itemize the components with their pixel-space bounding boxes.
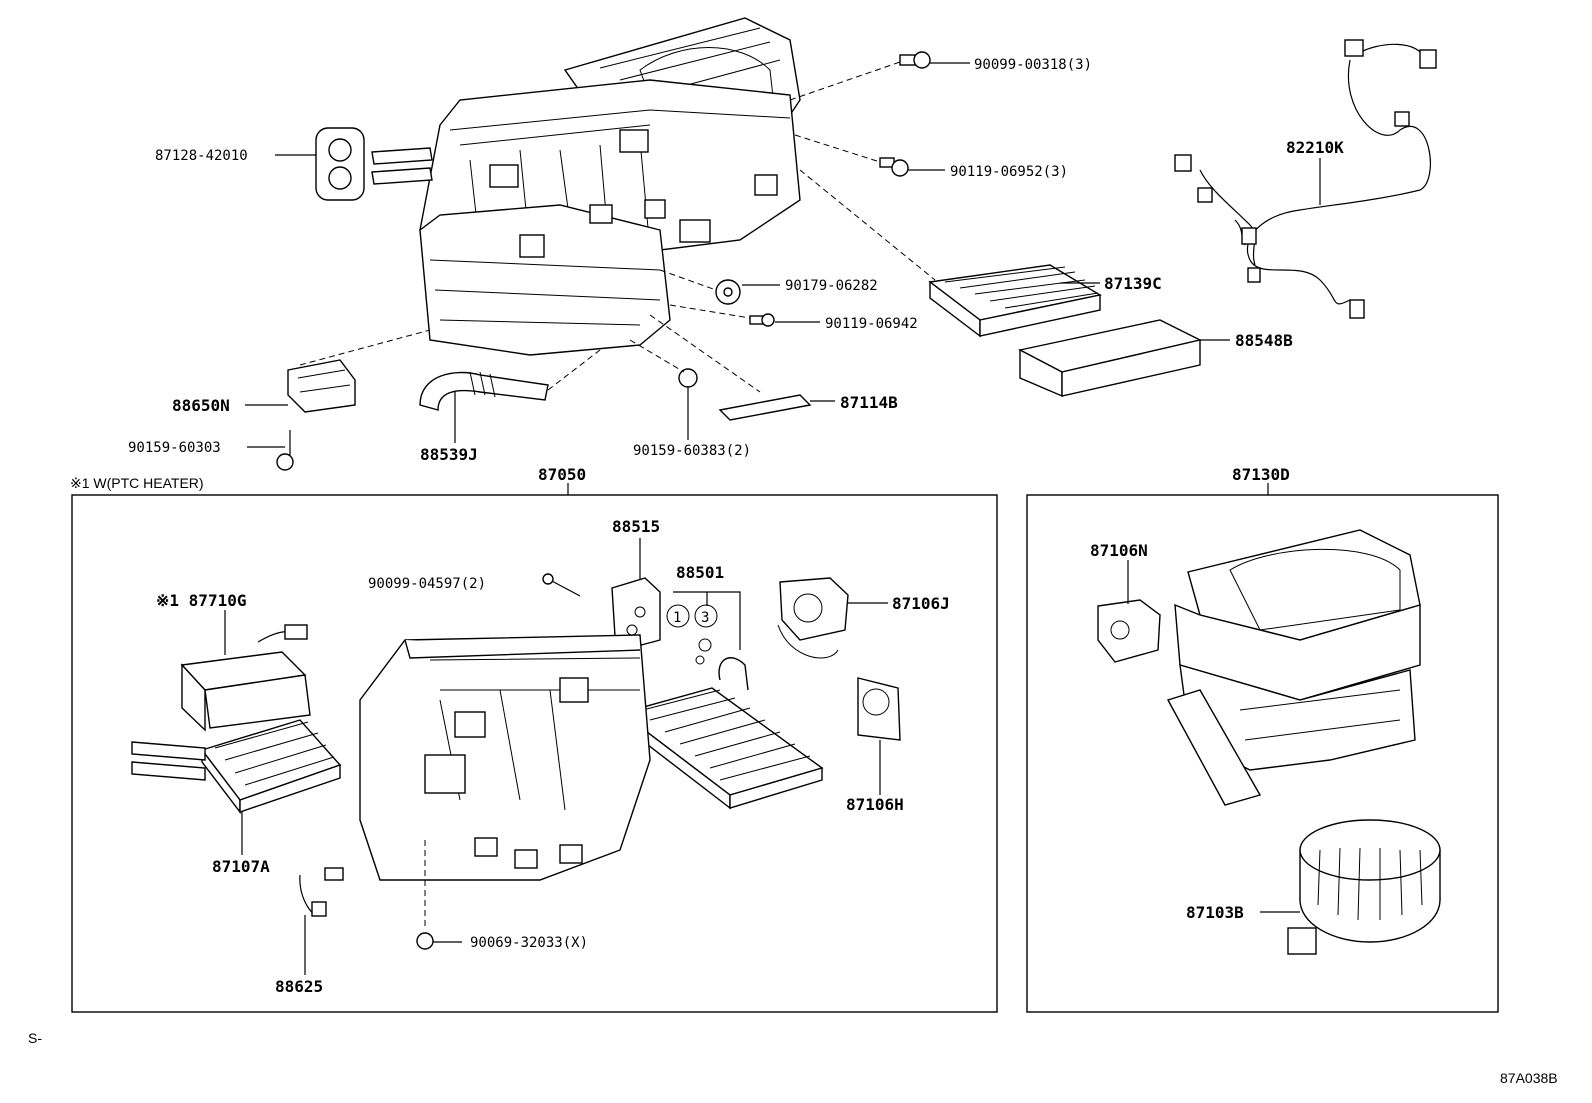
screw-90099-00318 xyxy=(789,51,970,101)
note-ptc-heater: ※1 W(PTC HEATER) xyxy=(70,475,204,491)
filter-87139C xyxy=(799,169,1102,338)
ptc-heater-87710G xyxy=(180,610,311,732)
label-circle-3: 3 xyxy=(701,610,709,626)
hvac-unit-top-drawing xyxy=(371,17,801,356)
label-88515: 88515 xyxy=(612,517,660,536)
o-rings-88501 xyxy=(666,591,741,665)
label-87050: 87050 xyxy=(538,465,586,484)
label-87128-42010: 87128-42010 xyxy=(155,148,248,164)
label-90159-60383: 90159-60383(2) xyxy=(633,443,751,459)
label-90119-06942: 90119-06942 xyxy=(825,316,918,332)
label-87106J: 87106J xyxy=(892,594,950,613)
label-88625: 88625 xyxy=(275,977,323,996)
label-87139C: 87139C xyxy=(1104,274,1162,293)
label-88501: 88501 xyxy=(676,563,724,582)
label-87710G: ※1 87710G xyxy=(156,591,246,610)
seal-87114B xyxy=(649,314,835,421)
actuator-88650N xyxy=(245,329,431,413)
blower-motor-87103B xyxy=(1260,819,1441,955)
screw-90069-32033 xyxy=(416,840,462,950)
clip-90179-06282 xyxy=(659,269,780,305)
screw-90119-06942 xyxy=(669,304,820,327)
hose-88539J xyxy=(419,349,601,443)
label-88539J: 88539J xyxy=(420,445,478,464)
bolt-90099-04597 xyxy=(542,573,581,597)
screw-90119-06952 xyxy=(794,134,945,177)
actuator-87106N xyxy=(1097,560,1161,663)
heater-core-87107A xyxy=(131,719,342,855)
screw-90159-60383 xyxy=(629,339,698,440)
label-90179-06282: 90179-06282 xyxy=(785,278,878,294)
assembly-87130D-box xyxy=(1026,494,1499,1013)
label-82210K: 82210K xyxy=(1286,138,1344,157)
label-circle-1: 1 xyxy=(673,610,681,626)
corner-mark: S- xyxy=(28,1030,42,1046)
evaporator xyxy=(620,657,824,810)
label-87106N: 87106N xyxy=(1090,541,1148,560)
label-87107A: 87107A xyxy=(212,857,270,876)
label-87130D: 87130D xyxy=(1232,465,1290,484)
label-90119-06952: 90119-06952(3) xyxy=(950,164,1068,180)
valve-88515 xyxy=(611,538,661,649)
label-90159-60303: 90159-60303 xyxy=(128,440,221,456)
label-87114B: 87114B xyxy=(840,393,898,412)
label-90069-32033: 90069-32033(X) xyxy=(470,935,588,951)
sensor-88625 xyxy=(299,867,344,975)
label-87106H: 87106H xyxy=(846,795,904,814)
blower-unit xyxy=(1166,529,1421,806)
actuator-87106J xyxy=(777,577,888,659)
case-88548B xyxy=(1017,319,1230,398)
drawing-id: 87A038B xyxy=(1500,1070,1558,1086)
hvac-case-inner xyxy=(359,634,651,881)
wire-harness-82210K xyxy=(1174,39,1437,319)
assembly-87050-box xyxy=(71,494,998,1013)
label-90099-00318: 90099-00318(3) xyxy=(974,57,1092,73)
screw-90159-60303 xyxy=(247,430,294,471)
grommet-87128 xyxy=(275,127,365,201)
label-88650N: 88650N xyxy=(172,396,230,415)
label-87103B: 87103B xyxy=(1186,903,1244,922)
label-88548B: 88548B xyxy=(1235,331,1293,350)
label-90099-04597: 90099-04597(2) xyxy=(368,576,486,592)
actuator-87106H xyxy=(857,677,901,795)
